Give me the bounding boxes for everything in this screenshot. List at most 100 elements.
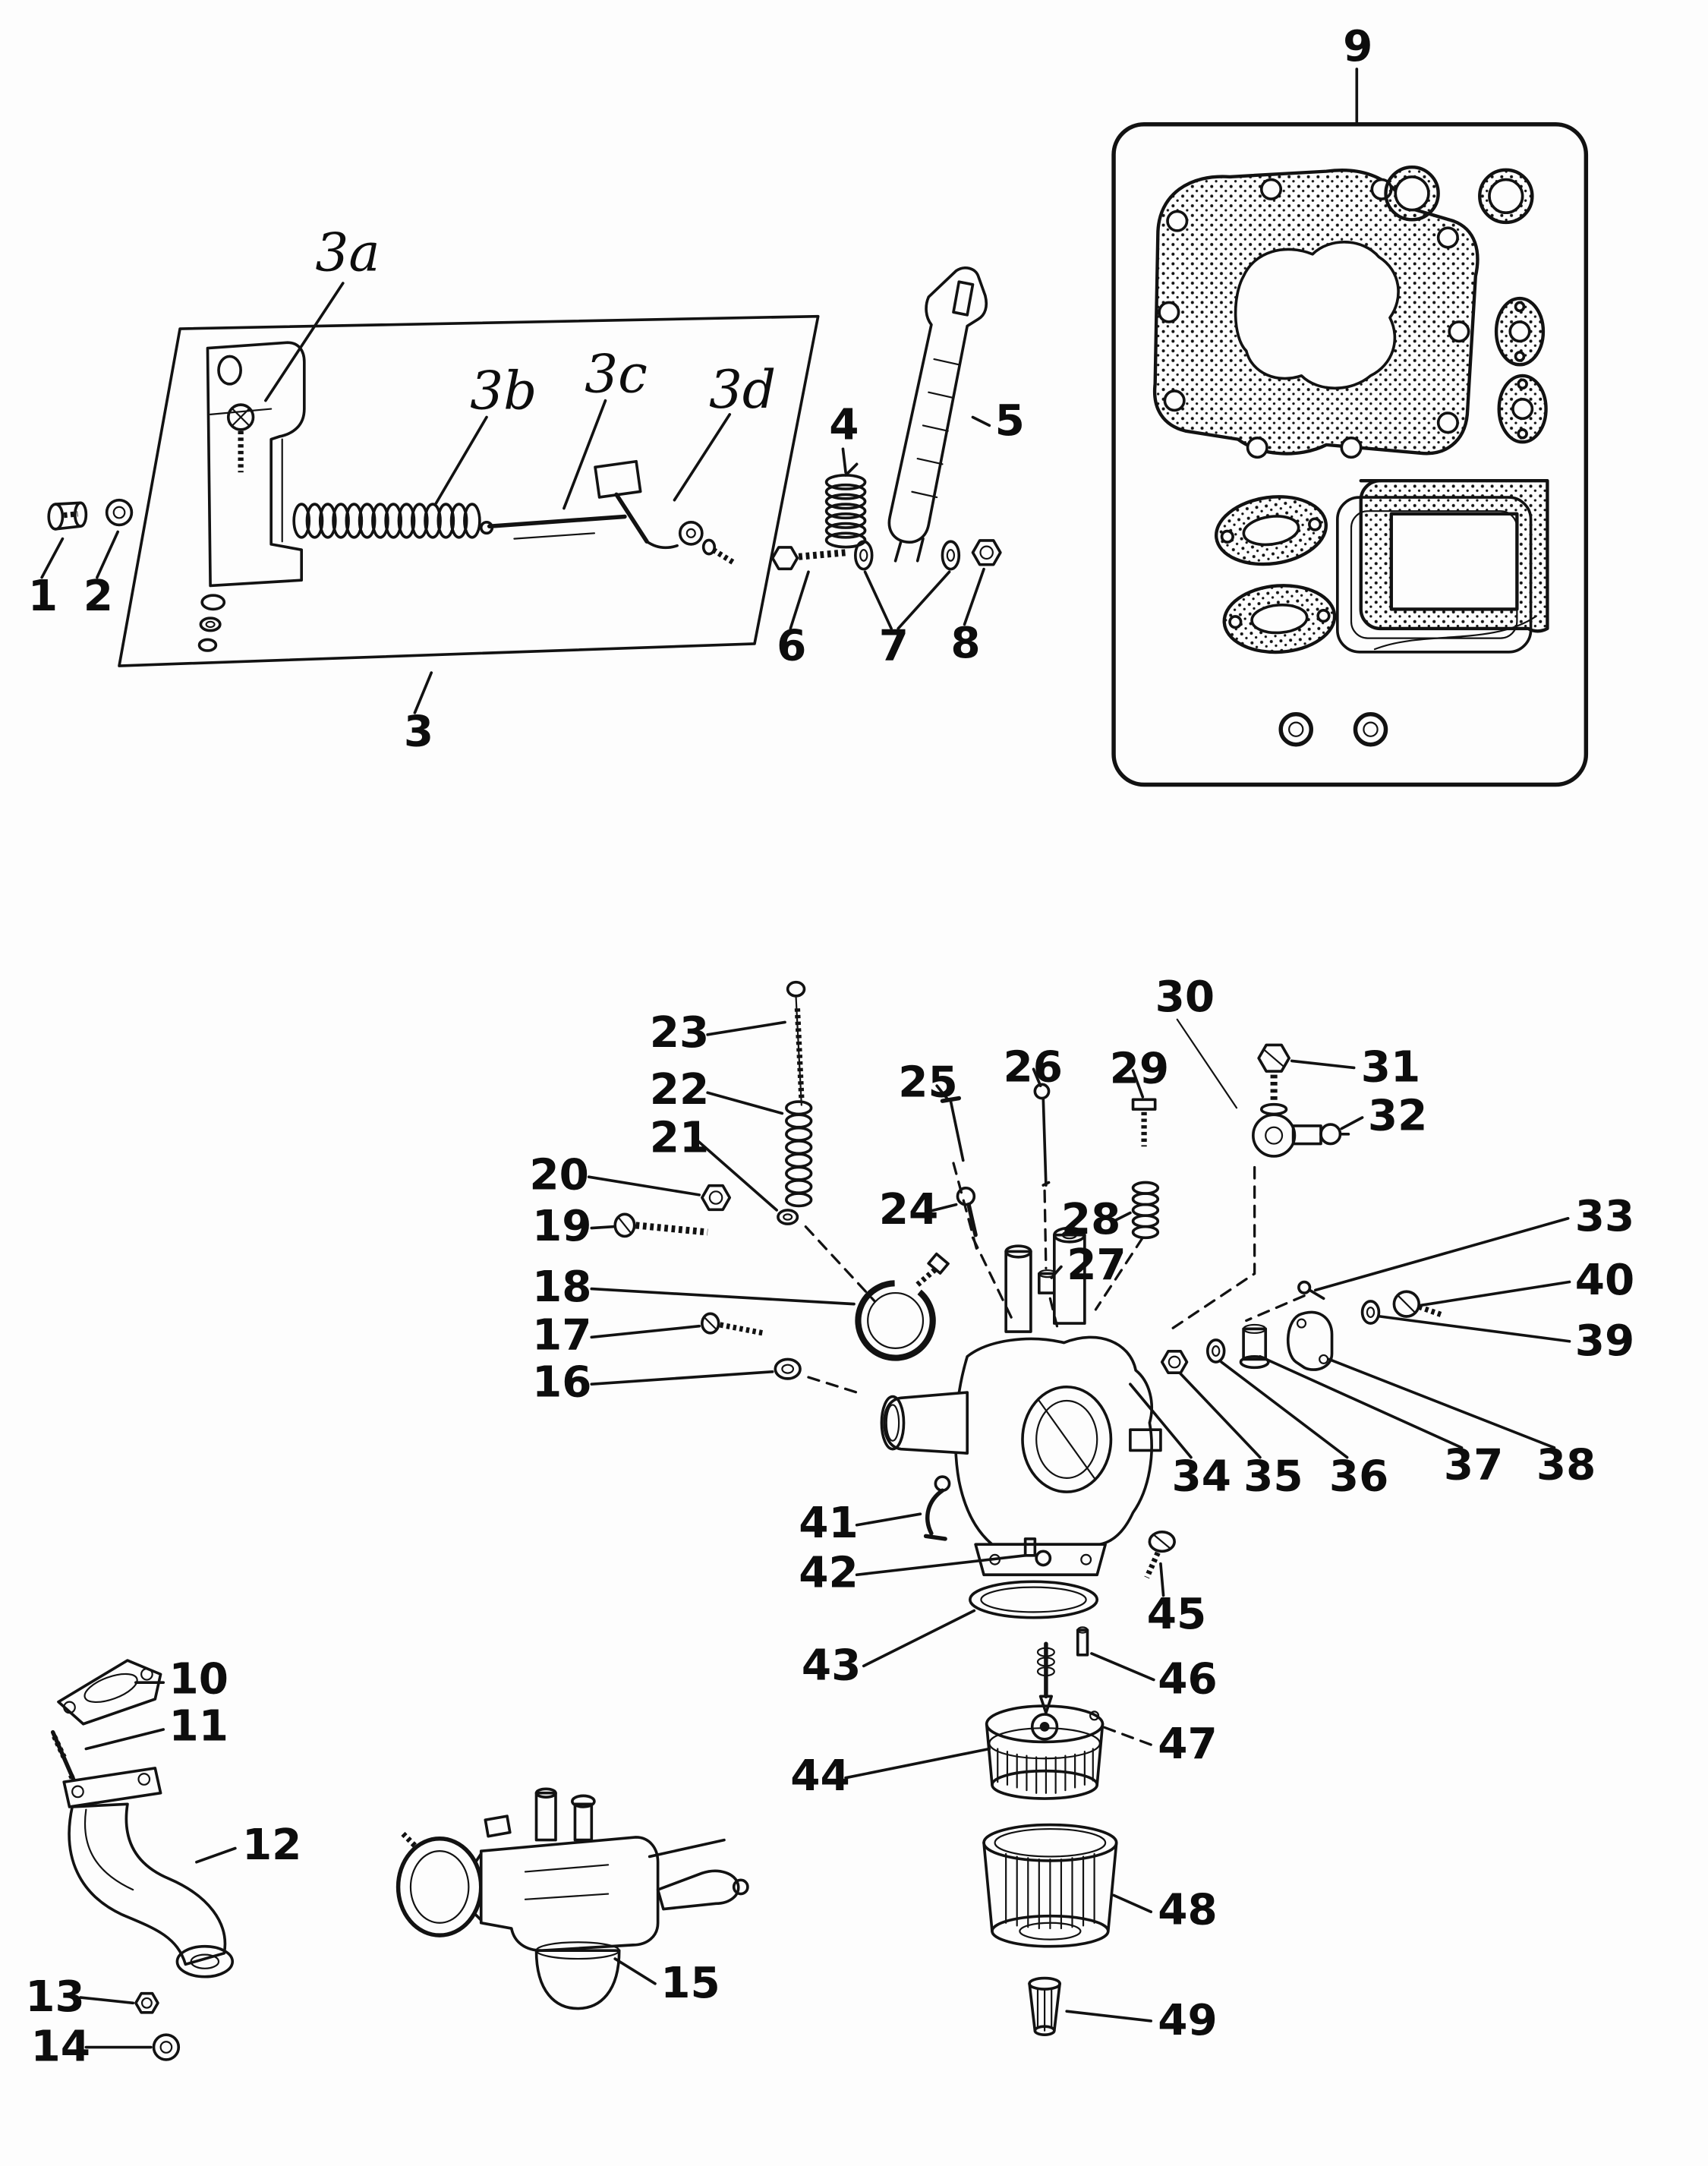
part-label-9: 9: [1343, 22, 1372, 71]
part-44-filter-cap: [985, 1704, 1105, 1800]
part-label-46: 46: [1158, 1655, 1217, 1704]
part-label-2: 2: [84, 572, 113, 621]
part-label-18: 18: [532, 1263, 591, 1312]
part-label-47: 47: [1158, 1720, 1217, 1769]
part-label-11: 11: [169, 1702, 228, 1751]
part-label-37: 37: [1444, 1441, 1503, 1490]
part-9-gasket-set: [1111, 122, 1589, 787]
part-label-15: 15: [660, 1959, 720, 2008]
part-label-45: 45: [1147, 1590, 1206, 1639]
part-20-nut: [701, 1184, 732, 1212]
part-label-1: 1: [28, 572, 58, 621]
part-label-19: 19: [532, 1202, 591, 1251]
part-2-nut: [105, 498, 134, 527]
part-label-30: 30: [1155, 973, 1215, 1022]
part-19-screw: [613, 1212, 708, 1238]
carburetor-body: [880, 1226, 1162, 1577]
part-label-27: 27: [1067, 1241, 1126, 1290]
part-3-panel: [118, 314, 820, 667]
part-label-4: 4: [829, 401, 859, 450]
part-label-24: 24: [879, 1185, 938, 1234]
part-3a-bracket: [197, 341, 306, 652]
intake-manifold-group: [50, 1659, 235, 2061]
part-37-sleeve: [1239, 1323, 1270, 1370]
part-label-39: 39: [1575, 1316, 1634, 1366]
part-4-spring: [824, 462, 867, 549]
part-label-38: 38: [1536, 1441, 1596, 1490]
part-label-34: 34: [1171, 1452, 1231, 1501]
part-label-23: 23: [650, 1008, 709, 1058]
part-3d-lever: [594, 459, 737, 566]
part-label-33: 33: [1575, 1192, 1634, 1241]
part-29-screw: [1131, 1098, 1157, 1147]
part-label-44: 44: [790, 1751, 849, 1801]
part-label-3b: 3b: [470, 361, 537, 422]
part-36-washer: [1205, 1338, 1226, 1364]
part-45-screw: [1144, 1531, 1176, 1579]
part-label-35: 35: [1243, 1452, 1303, 1501]
part-8-nut: [971, 539, 1002, 566]
part-32-banjo-union: [1252, 1113, 1350, 1158]
part-label-48: 48: [1158, 1886, 1217, 1935]
part-label-25: 25: [898, 1058, 957, 1108]
part-label-3d: 3d: [709, 360, 776, 421]
part-label-29: 29: [1110, 1044, 1169, 1093]
part-label-3a: 3a: [315, 223, 380, 284]
part-35-nut: [1160, 1350, 1189, 1375]
part-10-flange-gasket: [57, 1659, 162, 1726]
part-25-needle: [940, 1096, 965, 1162]
part-label-32: 32: [1368, 1091, 1427, 1140]
part-38-cover: [1286, 1310, 1334, 1371]
part-label-41: 41: [799, 1499, 858, 1548]
part-label-16: 16: [532, 1358, 591, 1408]
assembly-dashed-lines: [804, 1162, 1306, 1746]
part-42-seat-pin: [1023, 1537, 1037, 1557]
part-label-43: 43: [802, 1641, 861, 1691]
part-labels: 1 2 3 3a 3b 3c 3d 4 5 6 7 8 9 10 11 12 1…: [25, 22, 1634, 2072]
part-31-banjo-bolt: [1257, 1043, 1290, 1116]
part-6-bolt: [770, 546, 846, 571]
part-33-pin: [1297, 1280, 1325, 1301]
part-label-3c: 3c: [585, 345, 648, 405]
part-label-3: 3: [404, 708, 433, 757]
part-21-washer: [777, 1209, 799, 1225]
float-needle-and-spring: [1036, 1641, 1055, 1715]
part-label-6: 6: [777, 622, 806, 671]
part-28-spring: [1131, 1181, 1160, 1240]
part-1-bolt: [47, 501, 88, 531]
part-48-float-bowl: [982, 1823, 1118, 1948]
part-22-spring: [785, 1100, 813, 1208]
part-16-washer: [774, 1357, 802, 1380]
part-3b-spring: [292, 503, 481, 539]
part-label-12: 12: [242, 1821, 301, 1870]
part-15-carburetor-assembled: [395, 1787, 749, 2010]
part-12-intake-manifold: [62, 1767, 235, 1978]
carburetor-exploded-group: [613, 980, 1444, 2036]
part-label-21: 21: [650, 1113, 709, 1162]
part-7-washers: [854, 540, 961, 571]
part-3c-rod: [479, 514, 627, 540]
part-label-20: 20: [529, 1151, 588, 1200]
part-40-screw: [1392, 1290, 1444, 1318]
part-label-7: 7: [879, 622, 909, 671]
part-41-choke-lever: [923, 1475, 951, 1541]
leader-lines: [40, 68, 1571, 2049]
part-label-10: 10: [169, 1655, 228, 1704]
part-14-washer: [152, 2033, 181, 2061]
part-18-clamp-ring: [855, 1252, 950, 1361]
part-label-28: 28: [1061, 1195, 1120, 1244]
part-17-screw: [701, 1312, 764, 1336]
part-label-14: 14: [31, 2023, 90, 2072]
part-49-cone: [1028, 1976, 1061, 2036]
part-label-31: 31: [1361, 1043, 1420, 1092]
part-label-49: 49: [1158, 1996, 1217, 2045]
part-label-8: 8: [950, 619, 980, 668]
part-label-17: 17: [532, 1311, 591, 1360]
part-26-needle-jet: [1033, 1083, 1051, 1187]
part-label-22: 22: [650, 1065, 709, 1115]
part-label-26: 26: [1004, 1043, 1063, 1092]
part-43-bowl-gasket: [969, 1580, 1099, 1619]
part-label-42: 42: [799, 1549, 858, 1598]
